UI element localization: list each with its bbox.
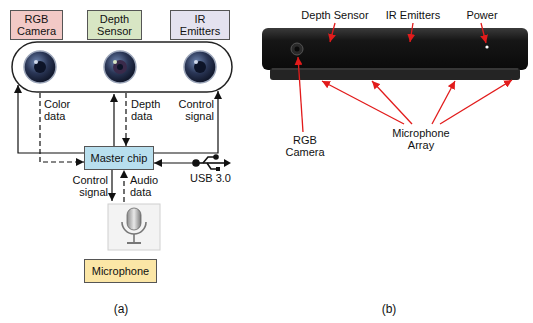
- sensor-bar: [12, 42, 232, 92]
- part-label: Power: [460, 9, 504, 21]
- ir-control-wire: [154, 91, 218, 153]
- kinect-device: [262, 28, 528, 80]
- sensor-label-box: IR Emitters: [170, 10, 230, 40]
- signal-label: Control signal: [170, 98, 214, 122]
- interface-label: USB 3.0: [190, 172, 240, 184]
- signal-label: Color data: [44, 98, 76, 122]
- mic-control-wire: [111, 170, 112, 201]
- color-data-wire: [40, 93, 84, 162]
- chip-box: Master chip: [84, 146, 154, 170]
- microphone-icon: [108, 204, 160, 250]
- sensor-label-box: RGB Camera: [10, 10, 63, 40]
- leader-arrows: [298, 23, 512, 132]
- depth-control-wire: [113, 94, 114, 146]
- box-text: Depth Sensor: [91, 13, 138, 37]
- rgb-lens: [24, 51, 56, 83]
- microphone-label-box: Microphone: [84, 259, 157, 283]
- part-label: RGB Camera: [282, 134, 328, 158]
- part-label: IR Emitters: [380, 9, 446, 21]
- box-text: IR Emitters: [174, 13, 226, 37]
- part-label: Microphone Array: [385, 127, 457, 151]
- control-wire: [18, 85, 84, 153]
- box-text: Microphone: [92, 265, 149, 277]
- part-label: Depth Sensor: [300, 9, 370, 21]
- ir-lens: [184, 51, 216, 83]
- panel-caption: (b): [374, 302, 404, 316]
- box-text: Master chip: [91, 152, 148, 164]
- usb-wire: [154, 162, 194, 163]
- depth-lens: [104, 51, 136, 83]
- sensor-label-box: Depth Sensor: [87, 10, 142, 40]
- box-text: RGB Camera: [14, 13, 59, 37]
- signal-label: Control signal: [60, 174, 108, 198]
- depth-data-wire: [125, 93, 126, 146]
- signal-label: Audio data: [130, 174, 162, 198]
- audio-data-wire: [123, 170, 124, 202]
- signal-label: Depth data: [131, 98, 165, 122]
- usb-symbol: [193, 155, 231, 171]
- panel-caption: (a): [106, 302, 136, 316]
